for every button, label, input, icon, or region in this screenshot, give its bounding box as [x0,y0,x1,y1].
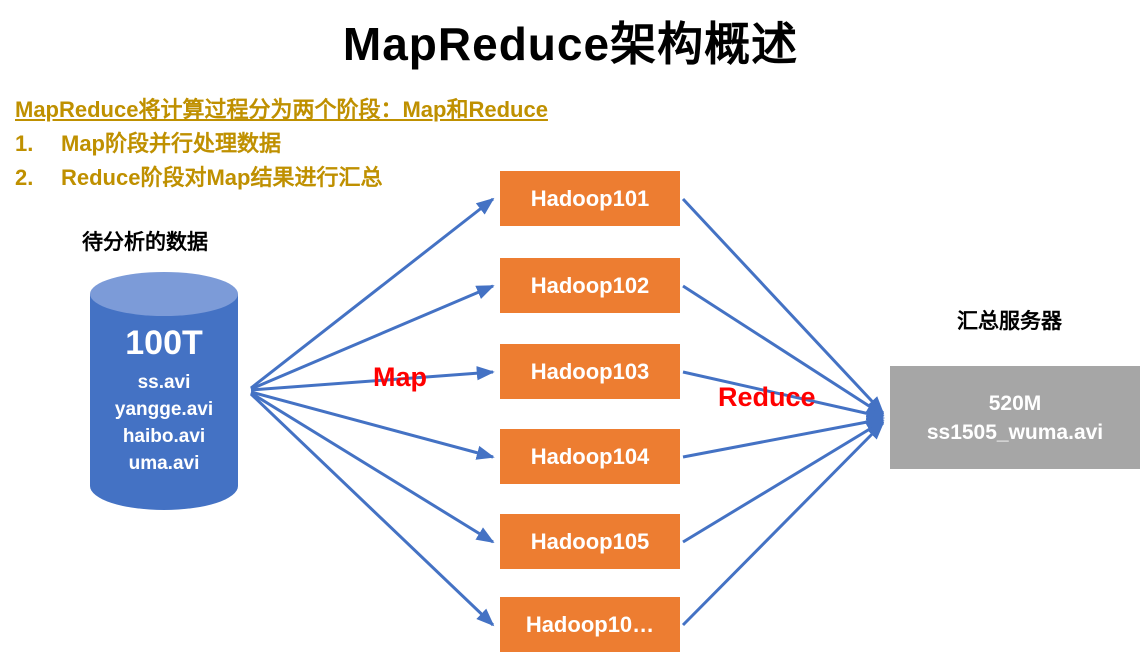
reduce-stage-label: Reduce [718,382,816,412]
node-hadoop102: Hadoop102 [500,258,680,313]
reduce-arrow-1 [681,197,885,415]
node-hadoop102-label: Hadoop102 [530,272,650,298]
cylinder-top-ellipse [90,272,238,316]
node-hadoop10-more: Hadoop10… [500,597,680,652]
map-arrow-6 [249,392,495,627]
reduce-arrow-5 [682,419,885,544]
source-size: 100T [125,324,203,362]
node-hadoop104-label: Hadoop104 [530,443,650,469]
map-arrow-2 [250,284,495,391]
intro-heading: MapReduce将计算过程分为两个阶段：Map和Reduce [15,97,548,122]
sink-server-label: 汇总服务器 [957,310,1062,333]
intro-item-2: 2. Reduce阶段对Map结果进行汇总 [15,164,548,192]
sink-server-box: 520M ss1505_wuma.avi [890,366,1140,469]
sink-file: ss1505_wuma.avi [926,420,1104,444]
map-arrow-4 [250,390,495,460]
reduce-arrow-3 [682,370,885,421]
map-arrow-5 [250,391,495,544]
node-hadoop105: Hadoop105 [500,514,680,569]
intro-item-2-text: Reduce阶段对Map结果进行汇总 [61,165,383,190]
page-title: MapReduce架构概述 [342,18,799,70]
intro-item-1-number: 1. [15,131,34,156]
source-file-1: ss.avi [137,372,191,393]
node-hadoop103: Hadoop103 [500,344,680,399]
intro-block: MapReduce将计算过程分为两个阶段：Map和Reduce 1. Map阶段… [15,96,548,192]
map-arrow-3 [250,366,495,392]
source-file-3: haibo.avi [122,426,206,447]
reduce-arrow-6 [681,421,885,627]
node-hadoop104: Hadoop104 [500,429,680,484]
node-hadoop105-label: Hadoop105 [530,528,650,554]
source-database-cylinder: 100T ss.avi yangge.avi haibo.avi uma.avi [90,272,238,510]
source-data-label: 待分析的数据 [82,231,208,254]
source-file-2: yangge.avi [114,399,214,420]
node-hadoop10-more-label: Hadoop10… [525,611,655,637]
source-file-4: uma.avi [128,453,200,474]
node-hadoop101-label: Hadoop101 [530,185,650,211]
intro-item-2-number: 2. [15,165,34,190]
intro-item-1: 1. Map阶段并行处理数据 [15,130,548,158]
map-stage-label: Map [373,362,427,392]
node-hadoop101: Hadoop101 [500,171,680,226]
intro-item-1-text: Map阶段并行处理数据 [61,131,282,156]
map-arrow-1 [250,197,495,390]
cylinder-text: 100T ss.avi yangge.avi haibo.avi uma.avi [90,324,238,477]
node-hadoop103-label: Hadoop103 [530,358,650,384]
sink-size: 520M [988,391,1042,415]
reduce-arrow-2 [682,284,885,417]
cylinder-body [90,294,238,510]
reduce-arrow-4 [682,414,885,459]
